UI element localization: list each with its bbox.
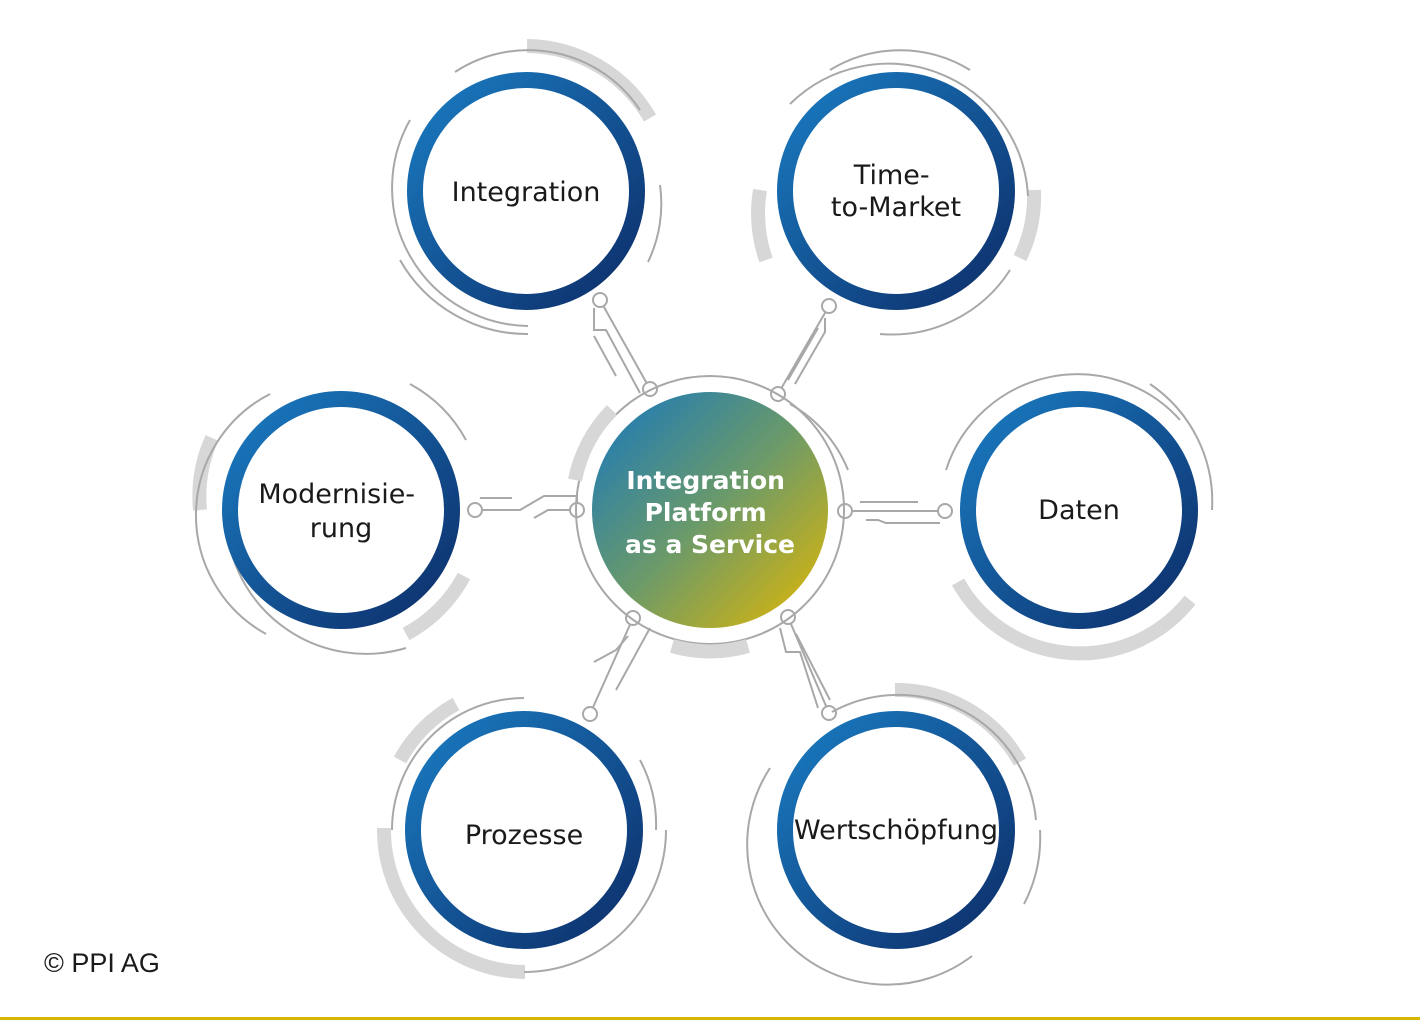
node-time-to-market: Time- to-Market	[751, 49, 1042, 336]
node-label-line: Wertschöpfung	[794, 815, 998, 846]
node-accent-arc	[376, 827, 526, 979]
node-label-line: Time-	[853, 160, 930, 191]
node-outer-ring	[829, 49, 971, 71]
node-modernisierung: Modernisie- rung	[192, 383, 471, 655]
node-outer-ring	[789, 62, 1029, 197]
node-ring	[777, 711, 1015, 949]
node-label-line: rung	[310, 513, 372, 544]
node-accent-arc	[951, 578, 1196, 661]
node-label: Wertschöpfung	[794, 815, 998, 846]
connector-integration	[592, 292, 658, 397]
node-daten: Daten	[945, 373, 1214, 661]
node-accent-arc	[393, 697, 460, 764]
node-outer-ring	[523, 829, 667, 973]
node-ring	[407, 72, 645, 310]
center-title-line: as a Service	[625, 530, 795, 559]
connector-time-to-market	[770, 298, 837, 402]
connector-prozesse	[582, 610, 651, 722]
node-outer-ring	[391, 119, 529, 327]
center-accent-arc	[670, 639, 750, 659]
node-label: Daten	[1038, 495, 1120, 526]
node-accent-arc	[894, 682, 1027, 766]
node-label: Prozesse	[465, 820, 583, 851]
center-node: Integration Platform as a Service	[568, 375, 849, 659]
node-accent-arc	[192, 435, 219, 511]
center-title-line: Platform	[645, 498, 767, 527]
node-outer-ring	[454, 49, 641, 111]
node-label-line: Modernisie-	[258, 479, 415, 510]
node-ring	[777, 72, 1015, 310]
center-title-line: Integration	[626, 466, 785, 495]
node-outer-ring	[647, 184, 663, 263]
node-label-line: Daten	[1038, 495, 1120, 526]
node-integration: Integration	[391, 39, 663, 336]
center-disc	[592, 392, 828, 628]
node-label-line: Integration	[452, 177, 601, 208]
node-outer-ring	[639, 759, 658, 831]
node-label-line: Prozesse	[465, 820, 583, 851]
node-accent-arc	[751, 188, 773, 263]
connector-wertschoepfung	[779, 609, 837, 721]
node-outer-ring	[831, 693, 1037, 821]
bottom-accent-rule	[0, 1017, 1420, 1020]
copyright-notice: © PPI AG	[44, 948, 160, 978]
node-outer-ring	[409, 383, 467, 441]
node-label: Time- to-Market	[831, 160, 961, 223]
node-accent-arc	[526, 39, 657, 122]
node-ring	[960, 391, 1198, 629]
node-prozesse: Prozesse	[376, 697, 667, 979]
node-label-line: to-Market	[831, 192, 961, 223]
node-outer-ring	[399, 259, 529, 336]
center-outer-ring	[789, 403, 849, 471]
connector-modernisierung	[467, 495, 585, 519]
node-outer-ring	[1149, 383, 1214, 511]
node-outer-ring	[1023, 829, 1042, 905]
node-outer-ring	[746, 767, 973, 986]
node-accent-arc	[402, 572, 471, 641]
node-outer-ring	[879, 269, 1011, 336]
center-title: Integration Platform as a Service	[625, 466, 795, 559]
node-wertschoepfung: Wertschöpfung	[746, 682, 1042, 986]
center-accent-arc	[568, 405, 618, 482]
node-outer-ring	[194, 393, 271, 635]
node-label: Modernisie- rung	[258, 479, 423, 544]
center-outer-ring	[575, 375, 845, 645]
node-outer-ring	[391, 697, 525, 831]
node-label: Integration	[452, 177, 601, 208]
node-outer-ring	[945, 373, 1181, 471]
connector-daten	[837, 501, 953, 524]
node-ring	[405, 711, 643, 949]
node-accent-arc	[1013, 189, 1042, 262]
node-ring	[222, 391, 460, 629]
